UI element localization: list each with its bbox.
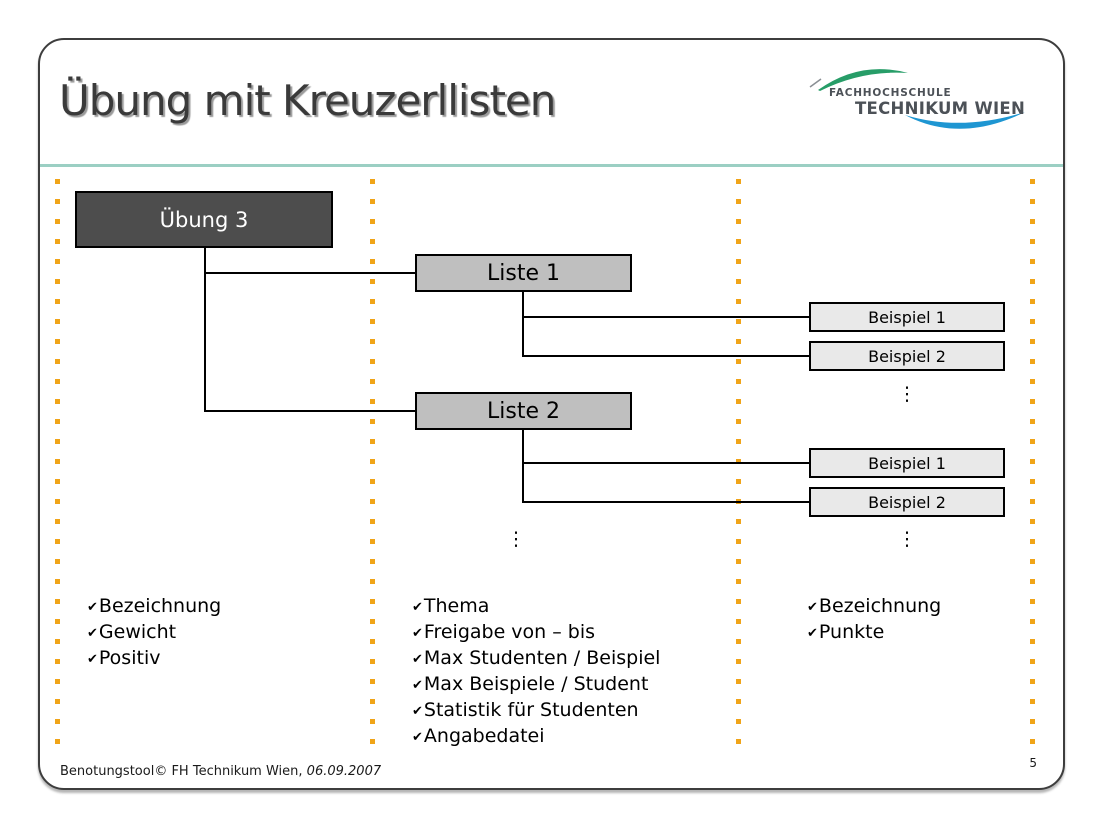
connector-liste1-vertical [522, 292, 524, 357]
connector-root-vertical [204, 247, 206, 412]
list-item: ✔Positiv [87, 645, 221, 671]
connector-liste2-beispiel2 [522, 501, 809, 503]
node-liste2-beispiel1: Beispiel 1 [809, 448, 1005, 478]
list-item-label: Freigabe von – bis [423, 621, 596, 643]
logo-green-arc-icon [818, 69, 908, 91]
check-icon: ✔ [412, 730, 423, 745]
list-item-label: Thema [423, 595, 490, 617]
connector-to-liste1 [204, 272, 415, 274]
list-item: ✔Freigabe von – bis [412, 619, 660, 645]
list-item-label: Gewicht [98, 621, 177, 643]
footer-date: 06.09.2007 [306, 764, 382, 779]
list-item: ✔Thema [412, 593, 660, 619]
node-liste1: Liste 1 [415, 254, 632, 292]
dotted-guide-line-4 [1030, 179, 1035, 757]
dotted-guide-line-2 [370, 179, 375, 757]
list-item: ✔Angabedatei [412, 723, 660, 749]
node-liste2: Liste 2 [415, 392, 632, 430]
checklist-beispiel: ✔Bezeichnung ✔Punkte [807, 593, 941, 645]
check-icon: ✔ [412, 600, 423, 615]
list-item: ✔Statistik für Studenten [412, 697, 660, 723]
check-icon: ✔ [412, 652, 423, 667]
connector-liste1-beispiel1 [522, 316, 809, 318]
footer-text: Benotungstool© FH Technikum Wien, [60, 764, 303, 779]
list-item-label: Angabedatei [423, 725, 545, 747]
list-item: ✔Bezeichnung [87, 593, 221, 619]
checklist-liste: ✔Thema ✔Freigabe von – bis ✔Max Studente… [412, 593, 660, 749]
connector-to-liste2 [204, 410, 415, 412]
check-icon: ✔ [412, 626, 423, 641]
page-title: Übung mit Kreuzerllisten [59, 76, 556, 125]
list-item: ✔Punkte [807, 619, 941, 645]
node-uebung3: Übung 3 [75, 191, 333, 248]
slide: Übung mit Kreuzerllisten FACHHOCHSCHULE … [38, 38, 1065, 790]
ellipsis-more-examples-top: ⋮ [897, 383, 917, 405]
check-icon: ✔ [412, 678, 423, 693]
logo-text-line1: FACHHOCHSCHULE [829, 87, 951, 99]
list-item-label: Positiv [98, 647, 161, 669]
list-item: ✔Max Beispiele / Student [412, 671, 660, 697]
list-item-label: Bezeichnung [98, 595, 222, 617]
check-icon: ✔ [87, 600, 98, 615]
list-item: ✔Max Studenten / Beispiel [412, 645, 660, 671]
check-icon: ✔ [87, 626, 98, 641]
connector-liste2-beispiel1 [522, 462, 809, 464]
check-icon: ✔ [807, 600, 818, 615]
list-item-label: Statistik für Studenten [423, 699, 639, 721]
logo-text-line2: TECHNIKUM WIEN [855, 99, 1025, 118]
list-item-label: Max Beispiele / Student [423, 673, 649, 695]
node-liste2-beispiel2: Beispiel 2 [809, 487, 1005, 517]
list-item-label: Punkte [818, 621, 885, 643]
logo-blue-swoosh-icon [905, 112, 1025, 129]
checklist-uebung: ✔Bezeichnung ✔Gewicht ✔Positiv [87, 593, 221, 671]
node-liste1-beispiel2: Beispiel 2 [809, 341, 1005, 371]
check-icon: ✔ [412, 704, 423, 719]
page-number: 5 [1029, 756, 1037, 770]
check-icon: ✔ [807, 626, 818, 641]
list-item-label: Bezeichnung [818, 595, 942, 617]
connector-liste1-beispiel2 [522, 355, 809, 357]
logo-slash-decoration [809, 78, 822, 88]
ellipsis-more-listen: ⋮ [506, 528, 526, 550]
footer: Benotungstool© FH Technikum Wien, 06.09.… [60, 764, 381, 779]
check-icon: ✔ [87, 652, 98, 667]
connector-liste2-vertical [522, 430, 524, 503]
technikum-wien-logo: FACHHOCHSCHULE TECHNIKUM WIEN [809, 69, 1025, 129]
dotted-guide-line-3 [736, 179, 741, 757]
node-liste1-beispiel1: Beispiel 1 [809, 302, 1005, 332]
dotted-guide-line-1 [55, 179, 60, 757]
list-item: ✔Bezeichnung [807, 593, 941, 619]
list-item: ✔Gewicht [87, 619, 221, 645]
list-item-label: Max Studenten / Beispiel [423, 647, 661, 669]
ellipsis-more-examples-bottom: ⋮ [897, 528, 917, 550]
header-divider [40, 164, 1063, 167]
